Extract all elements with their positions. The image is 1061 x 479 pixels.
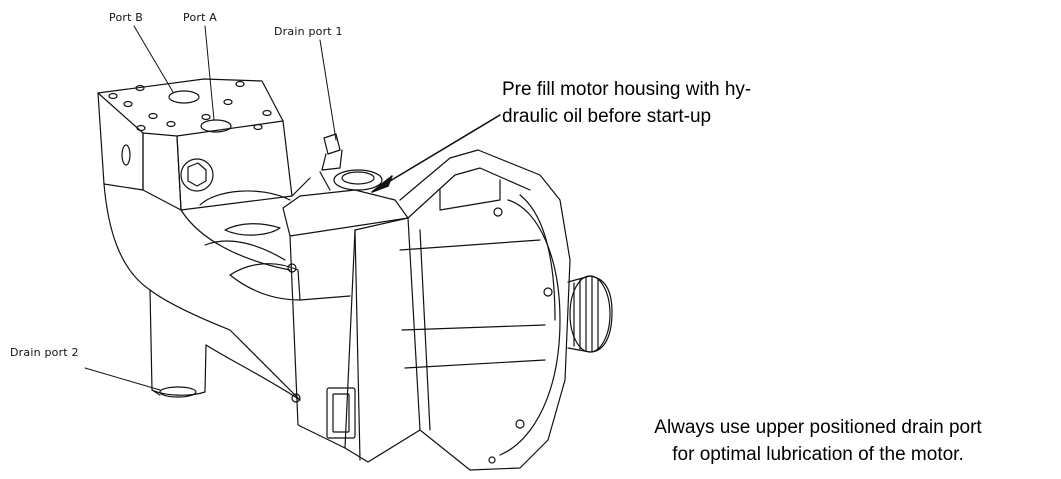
prefill-note-line-1: Pre fill motor housing with hy- [502, 79, 752, 100]
port-b-label: Port B [109, 11, 144, 24]
motor-body [104, 184, 300, 400]
drain-note-line-2: for optimal lubrication of the motor. [672, 444, 964, 465]
drain-port-2-opening [160, 387, 196, 397]
drain-port-note: Always use upper positioned drain port f… [583, 414, 1053, 468]
prefill-note-line-2: draulic oil before start-up [502, 106, 712, 127]
drain-port-1-label: Drain port 1 [274, 25, 343, 38]
drain-port-2-label: Drain port 2 [10, 346, 79, 359]
leader-lines [85, 26, 336, 390]
drain-note-line-1: Always use upper positioned drain port [654, 417, 982, 438]
motor-housing [283, 190, 420, 462]
port-a-opening [201, 120, 231, 132]
port-a-label: Port A [183, 11, 218, 24]
prefill-arrow [372, 115, 500, 192]
splined-shaft [568, 276, 612, 352]
prefill-note: Pre fill motor housing with hy- draulic … [502, 76, 882, 130]
front-housing [400, 150, 570, 470]
port-block [98, 79, 310, 210]
drain-port-1-fitting [320, 134, 382, 190]
port-b-opening [169, 91, 199, 103]
